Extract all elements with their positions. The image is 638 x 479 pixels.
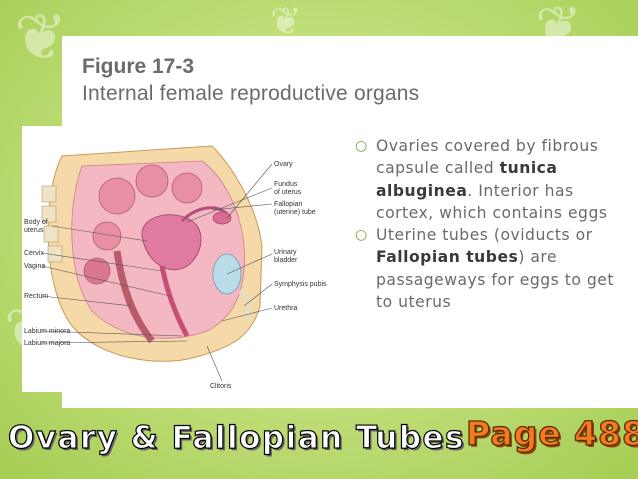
bullet-item: ○Uterine tubes (oviducts or Fallopian tu… (355, 226, 614, 312)
label-ovary: Ovary (274, 161, 293, 168)
label-clitoris: Clitoris (210, 383, 232, 390)
bullet-circle-icon: ○ (355, 138, 368, 154)
label-labium-majora: Labium majora (24, 340, 70, 347)
bullet-circle-icon: ○ (355, 227, 368, 244)
title-block: Figure 17-3 Internal female reproductive… (82, 54, 622, 108)
butterfly-icon: ❦ (270, 0, 302, 43)
figure-title: Figure 17-3 (82, 55, 195, 78)
label-vagina: Vagina (24, 263, 45, 270)
figure-subtitle: Internal female reproductive organs (82, 82, 420, 105)
label-bladder-2: bladder (274, 257, 298, 264)
butterfly-icon: ❦ (14, 1, 68, 75)
label-fundus-1: Fundus (274, 181, 298, 188)
label-symphysis: Symphysis pubis (274, 281, 327, 288)
label-urethra: Urethra (274, 305, 297, 312)
anatomy-illustration: Ovary Fundus of uterus Fallopian (uterin… (22, 126, 340, 392)
label-cervix: Cervix (24, 250, 44, 257)
label-labium-minora: Labium minora (24, 328, 70, 335)
banner-page-reference: Page 488 (465, 413, 638, 453)
label-rectum: Rectum (24, 293, 48, 300)
label-body-2: uterus (24, 227, 44, 234)
label-fundus-2: of uterus (274, 189, 302, 196)
bullet-bold-term: tunica albuginea (376, 159, 558, 200)
label-body-1: Body of (24, 219, 48, 226)
bullet-item: ○Ovaries covered by fibrous capsule call… (355, 137, 608, 222)
label-fallopian-1: Fallopian (274, 201, 303, 208)
banner-topic-title: Ovary & Fallopian Tubes (7, 419, 465, 456)
bullet-bold-term: Fallopian tubes (376, 248, 519, 267)
label-fallopian-2: (uterine) tube (274, 209, 316, 216)
label-bladder-1: Urinary (274, 249, 297, 256)
bullet-list: ○Ovaries covered by fibrous capsule call… (355, 135, 630, 313)
